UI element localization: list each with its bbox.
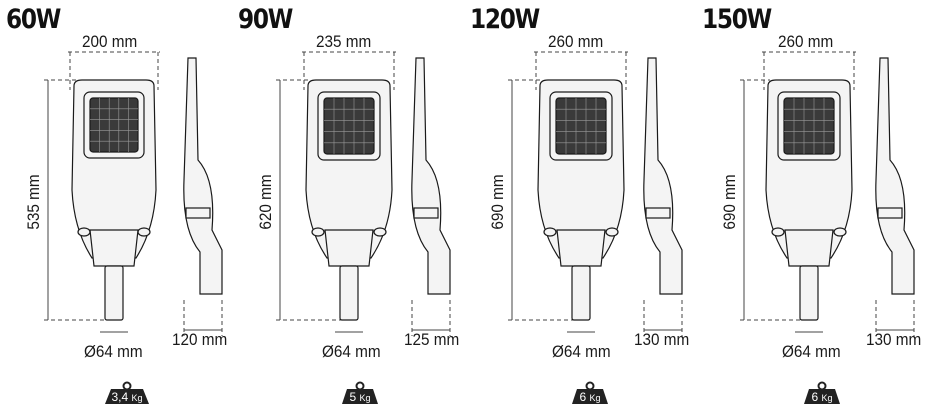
weight-badge: 3,4 Kg	[97, 378, 157, 404]
streetlight-side-icon	[875, 57, 915, 295]
pole-spigot	[799, 265, 819, 321]
led-array	[89, 97, 139, 153]
width-dimension: 235 mm	[316, 32, 372, 51]
width-dimension: 260 mm	[548, 32, 604, 51]
latch-right	[373, 227, 387, 237]
dimension-drawing	[740, 51, 915, 336]
width-dimension: 200 mm	[82, 32, 138, 51]
diameter-dimension: Ø64 mm	[322, 342, 381, 361]
depth-dimension: 130 mm	[866, 330, 922, 349]
led-grid	[784, 98, 834, 154]
side-housing	[411, 57, 451, 295]
streetlight-front-icon	[765, 79, 853, 321]
weight-label: 6 Kg	[811, 390, 833, 404]
depth-dimension: 125 mm	[404, 330, 460, 349]
side-housing	[183, 57, 223, 295]
weight-badge: 6 Kg	[560, 378, 620, 404]
led-array	[783, 97, 835, 155]
led-grid	[90, 98, 138, 152]
weight-label: 5 Kg	[349, 390, 371, 404]
streetlight-side-icon	[411, 57, 451, 295]
power-label: 90W	[238, 4, 293, 35]
pole-spigot	[339, 265, 359, 321]
depth-dimension: 120 mm	[172, 330, 228, 349]
led-grid	[324, 98, 374, 154]
streetlight-front-icon	[537, 79, 625, 321]
weight-badge: 6 Kg	[792, 378, 852, 404]
led-grid	[556, 98, 606, 154]
pole-spigot	[104, 265, 124, 321]
diameter-dimension: Ø64 mm	[552, 342, 611, 361]
side-clamp	[185, 207, 211, 219]
model-panel-150w: 150W 260 mm 690 mm Ø64 mm 130 mm 6 Kg	[696, 0, 928, 404]
pole-spigot	[571, 265, 591, 321]
pole-clamp	[784, 229, 834, 267]
latch-left	[311, 227, 325, 237]
streetlight-side-icon	[183, 57, 223, 295]
width-dimension: 260 mm	[778, 32, 834, 51]
latch-right	[137, 227, 151, 237]
model-panel-90w: 90W 235 mm 620 mm Ø64 mm 125 mm 5 Kg	[232, 0, 464, 404]
weight-icon	[804, 381, 840, 404]
latch-right	[833, 227, 847, 237]
height-dimension: 690 mm	[488, 174, 507, 230]
weight-icon	[342, 381, 378, 404]
power-label: 120W	[470, 4, 540, 35]
diameter-dimension: Ø64 mm	[84, 342, 143, 361]
model-panel-120w: 120W 260 mm 690 mm Ø64 mm 130 mm 6 Kg	[464, 0, 696, 404]
side-clamp	[645, 207, 671, 219]
depth-dimension: 130 mm	[634, 330, 690, 349]
power-label: 150W	[702, 4, 772, 35]
streetlight-front-icon	[71, 79, 157, 321]
side-housing	[643, 57, 683, 295]
streetlight-side-icon	[643, 57, 683, 295]
side-housing	[875, 57, 915, 295]
weight-label: 3,4 Kg	[111, 390, 143, 404]
dimension-drawing	[508, 51, 683, 336]
pole-clamp	[556, 229, 606, 267]
streetlight-front-icon	[305, 79, 393, 321]
dimension-drawing	[276, 51, 451, 336]
weight-label: 6 Kg	[579, 390, 601, 404]
diameter-dimension: Ø64 mm	[782, 342, 841, 361]
height-dimension: 690 mm	[720, 174, 739, 230]
model-panel-60w: 60W 200 mm 535 mm Ø64 mm 120 mm 3,4 Kg	[0, 0, 232, 404]
side-clamp	[877, 207, 903, 219]
weight-badge: 5 Kg	[330, 378, 390, 404]
weight-icon	[105, 381, 149, 404]
led-array	[555, 97, 607, 155]
dimension-drawing	[44, 51, 223, 336]
pole-clamp	[324, 229, 374, 267]
latch-left	[771, 227, 785, 237]
latch-left	[543, 227, 557, 237]
weight-icon	[572, 381, 608, 404]
power-label: 60W	[6, 4, 61, 35]
latch-left	[77, 227, 91, 237]
side-clamp	[413, 207, 439, 219]
height-dimension: 535 mm	[24, 174, 43, 230]
latch-right	[605, 227, 619, 237]
height-dimension: 620 mm	[256, 174, 275, 230]
led-array	[323, 97, 375, 155]
pole-clamp	[89, 229, 139, 267]
